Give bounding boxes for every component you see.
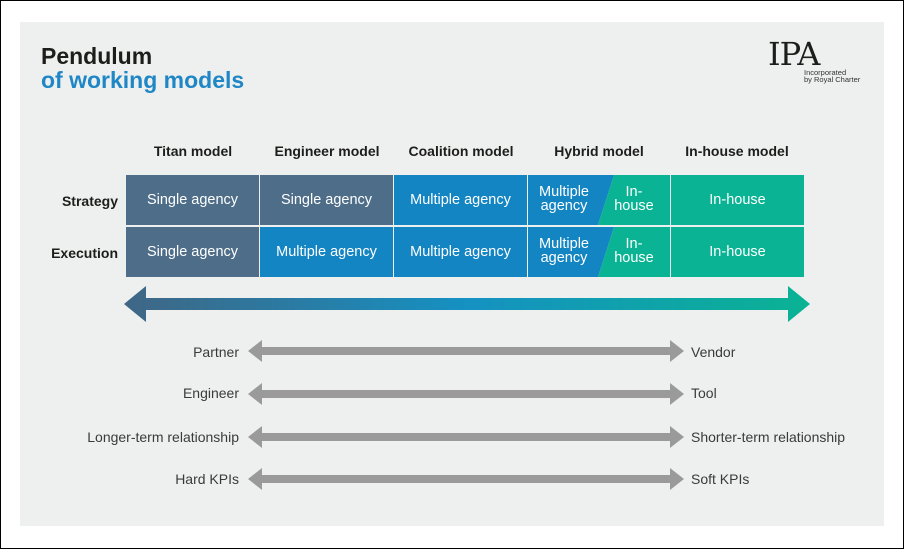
spectrum-right-2: Tool (691, 385, 717, 401)
logo-sub-2: by Royal Charter (804, 75, 861, 84)
logo-mark: IPA (768, 35, 820, 73)
col-header-inhouse: In-house model (685, 143, 789, 159)
col-header-coalition: Coalition model (408, 143, 514, 159)
cell-strategy-hybrid: Multiple agency In- house (528, 175, 670, 225)
col-header-hybrid: Hybrid model (554, 143, 644, 159)
row-label-strategy: Strategy (61, 193, 118, 209)
spectrum-left-2: Engineer (182, 385, 239, 401)
col-header-titan: Titan model (153, 143, 233, 159)
hybrid-strategy-agency: Multiple agency (539, 184, 589, 214)
spectrum-left-3: Longer-term relationship (87, 429, 239, 445)
cell-strategy-inhouse: In-house (671, 175, 804, 225)
ipa-logo: IPA Incorporated by Royal Charter (768, 38, 868, 84)
spectrum-arrow-4 (248, 468, 684, 490)
cell-execution-titan: Single agency (126, 227, 259, 277)
row-label-execution: Execution (51, 245, 118, 261)
spectrum-arrows (248, 340, 684, 490)
cell-strategy-titan: Single agency (126, 175, 259, 225)
col-header-engineer: Engineer model (274, 143, 380, 159)
hybrid-execution-agency: Multiple agency (539, 236, 589, 266)
spectrum-arrow-3 (248, 426, 684, 448)
cell-strategy-engineer: Single agency (260, 175, 393, 225)
title-line-1: Pendulum (41, 43, 153, 69)
spectrum-arrow-2 (248, 383, 684, 405)
cell-execution-coalition: Multiple agency (394, 227, 527, 277)
cell-execution-inhouse: In-house (671, 227, 804, 277)
cell-execution-hybrid: Multiple agency In- house (528, 227, 670, 277)
spectrum-arrow-1 (248, 340, 684, 362)
diagram-title: Pendulum of working models (41, 44, 244, 92)
spectrum-right-4: Soft KPIs (691, 471, 750, 487)
title-line-2: of working models (41, 67, 245, 93)
pendulum-arrow (124, 286, 810, 322)
hybrid-split-shape (528, 175, 670, 225)
hybrid-split-shape (528, 227, 670, 277)
hybrid-execution-inhouse: In- house (614, 236, 654, 266)
cell-execution-engineer: Multiple agency (260, 227, 393, 277)
hybrid-strategy-inhouse: In- house (614, 184, 654, 214)
spectrum-right-3: Shorter-term relationship (691, 429, 846, 445)
cell-strategy-coalition: Multiple agency (394, 175, 527, 225)
spectrum-left-1: Partner (193, 344, 239, 360)
logo-sub-1: Incorporated (804, 68, 847, 77)
spectrum-left-4: Hard KPIs (175, 471, 239, 487)
spectrum-right-1: Vendor (691, 344, 736, 360)
